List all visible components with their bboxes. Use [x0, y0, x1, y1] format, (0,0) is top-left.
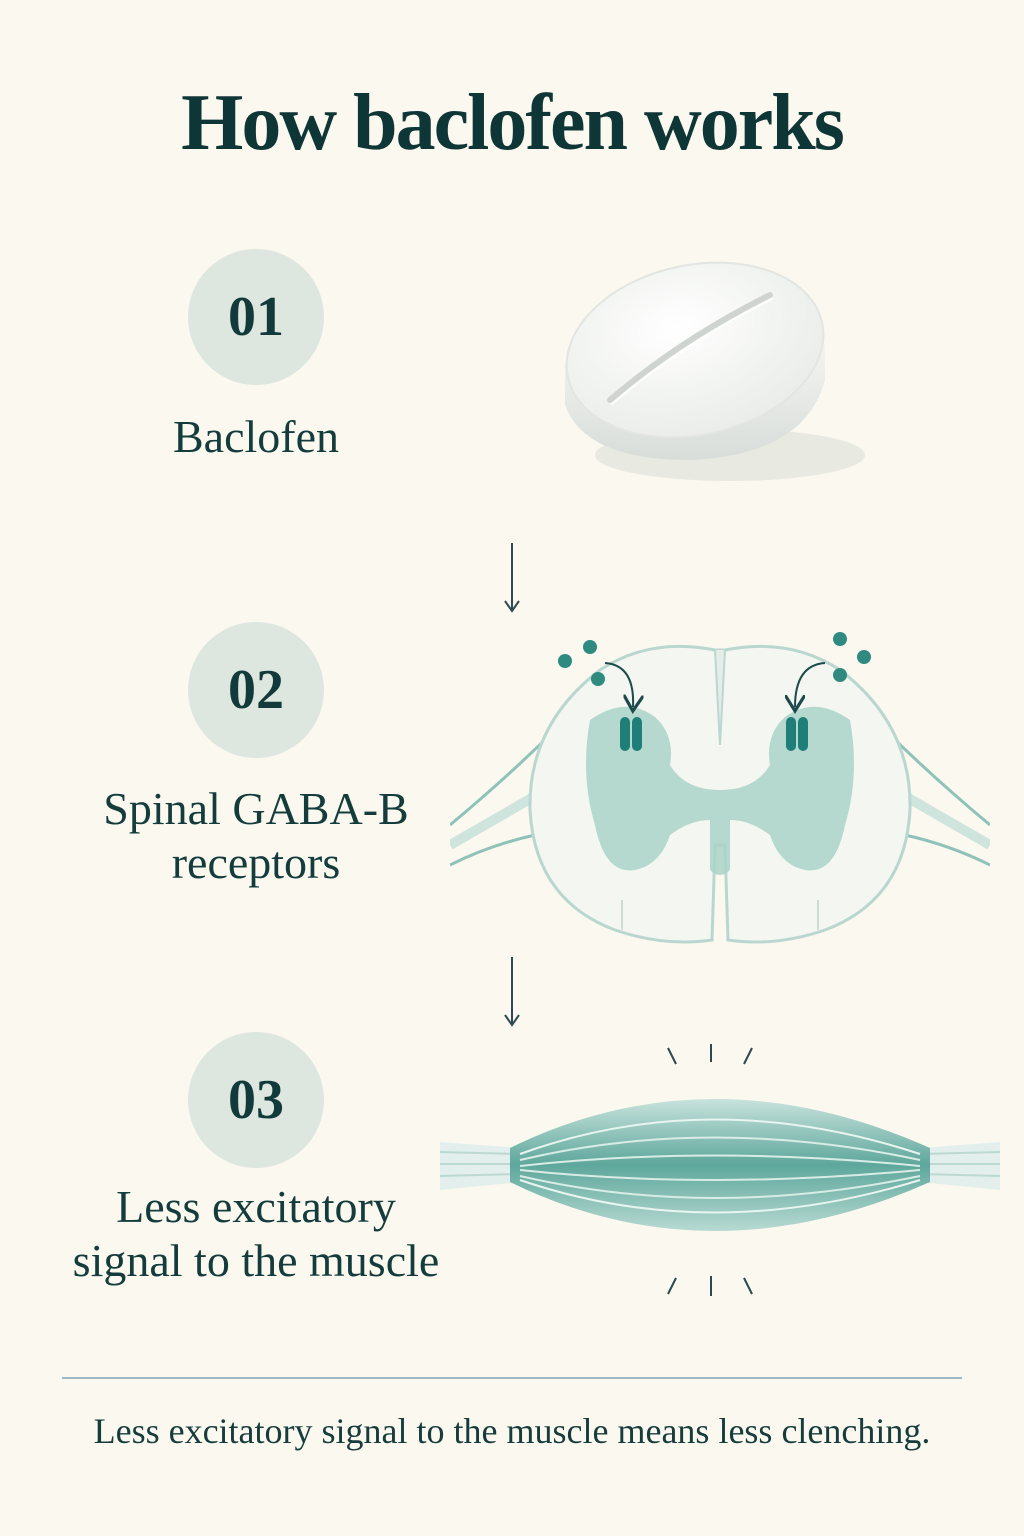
footer-caption: Less excitatory signal to the muscle mea… — [93, 1411, 931, 1451]
step-label-2-line-2: receptors — [171, 837, 341, 888]
tablet-icon — [565, 261, 865, 481]
step-label-3: Less excitatory signal to the muscle — [36, 1180, 476, 1288]
arrow-down-icon — [504, 543, 520, 613]
arrow-down-icon — [504, 957, 520, 1027]
step-label-3-line-2: signal to the muscle — [72, 1235, 440, 1286]
page-title: How baclofen works — [181, 79, 845, 167]
divider — [62, 1377, 962, 1379]
step-number-3: 03 — [188, 1032, 324, 1168]
spinal-cord-cross-section-icon — [450, 632, 990, 944]
step-number-2: 02 — [188, 622, 324, 758]
step-label-1: Baclofen — [172, 411, 340, 462]
step-label-3-line-1: Less excitatory — [116, 1181, 396, 1232]
step-label-2-line-1: Spinal GABA-B — [103, 783, 409, 834]
step-number-1: 01 — [188, 249, 324, 385]
relaxed-muscle-icon — [440, 1044, 1000, 1296]
step-label-2: Spinal GABA-B receptors — [36, 782, 476, 890]
